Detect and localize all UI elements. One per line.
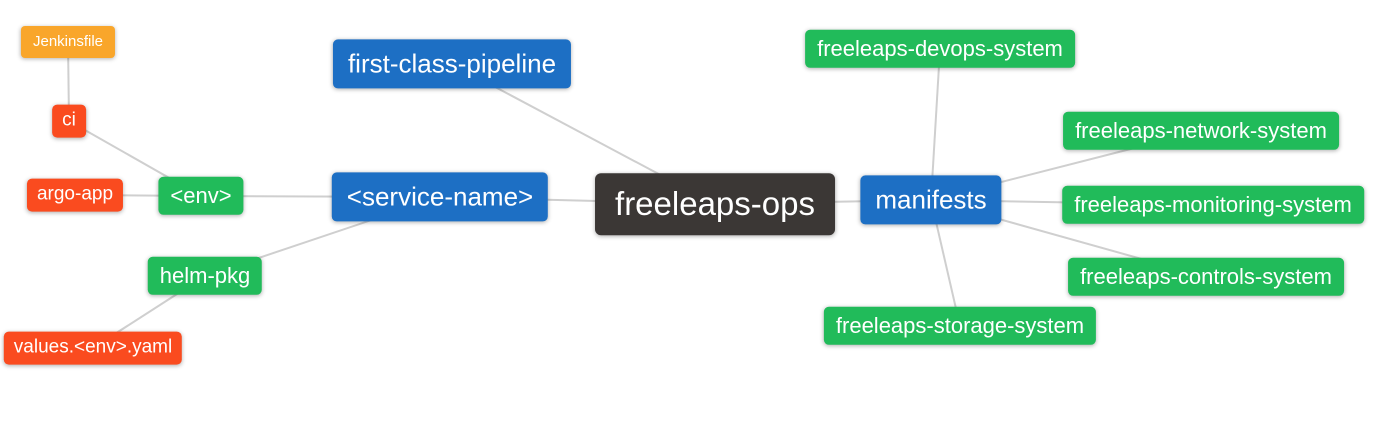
node-first-class-pipeline[interactable]: first-class-pipeline — [332, 39, 572, 89]
node-ci[interactable]: ci — [52, 104, 86, 138]
node-freeleaps-network-system[interactable]: freeleaps-network-system — [1063, 111, 1339, 151]
node-jenkinsfile[interactable]: Jenkinsfile — [20, 26, 116, 58]
node-freeleaps-devops-system[interactable]: freeleaps-devops-system — [805, 29, 1075, 69]
node-freeleaps-storage-system[interactable]: freeleaps-storage-system — [823, 306, 1097, 346]
node-env[interactable]: <env> — [158, 176, 244, 216]
node-service-name[interactable]: <service-name> — [331, 172, 549, 222]
edge-manifests--freeleaps-devops-system — [930, 48, 941, 201]
node-values-env-yaml[interactable]: values.<env>.yaml — [3, 331, 183, 365]
node-manifests[interactable]: manifests — [860, 175, 1002, 225]
node-freeleaps-ops[interactable]: freeleaps-ops — [595, 173, 835, 235]
node-argo-app[interactable]: argo-app — [26, 178, 124, 212]
node-helm-pkg[interactable]: helm-pkg — [147, 256, 263, 296]
node-freeleaps-controls-system[interactable]: freeleaps-controls-system — [1068, 257, 1344, 297]
node-freeleaps-monitoring-system[interactable]: freeleaps-monitoring-system — [1062, 185, 1364, 225]
